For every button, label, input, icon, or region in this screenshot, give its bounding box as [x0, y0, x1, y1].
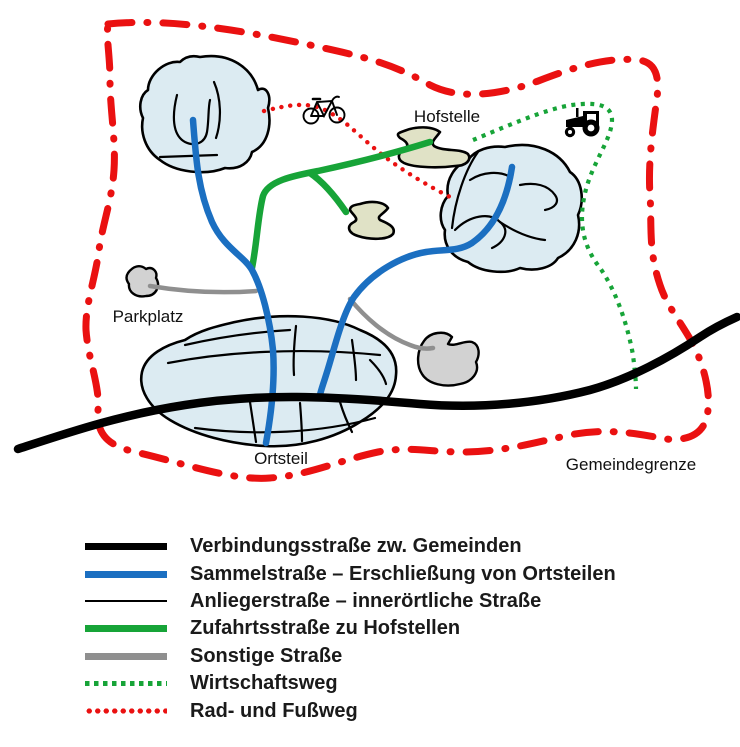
inner-road	[193, 416, 377, 434]
road-sammelstrasse-1	[189, 116, 277, 447]
legend-swatch	[85, 600, 167, 603]
inner-road	[172, 93, 212, 146]
inner-road	[450, 150, 480, 230]
legend-label: Anliegerstraße – innerörtliche Straße	[190, 589, 542, 612]
legend-swatch	[85, 543, 167, 551]
inner-road	[166, 349, 382, 365]
area-gray-blob	[416, 331, 480, 387]
road-sonstige-parkplatz	[147, 283, 259, 295]
map: Hofstelle Parkplatz Ortsteil Gemeindegre…	[13, 18, 740, 482]
legend-label: Rad- und Fußweg	[190, 699, 358, 722]
boundary-gemeindegrenze	[82, 18, 712, 482]
inner-road	[338, 400, 354, 434]
area-hofstelle	[396, 126, 471, 169]
legend-row: Wirtschaftsweg	[85, 670, 616, 697]
tractor-icon	[564, 108, 600, 138]
legend-label: Wirtschaftsweg	[190, 672, 338, 695]
area-hofstelle-2	[347, 200, 396, 241]
inner-road	[248, 400, 258, 444]
label-gemeindegrenze: Gemeindegrenze	[566, 455, 696, 474]
legend-label: Verbindungsstraße zw. Gemeinden	[190, 535, 522, 558]
road-sammelstrasse-2	[316, 163, 516, 399]
legend: Verbindungsstraße zw. Gemeinden Sammelst…	[85, 533, 616, 725]
path-wirtschaftsweg	[472, 101, 639, 390]
inner-road	[498, 220, 547, 242]
legend-row: Sammelstraße – Erschließung von Ortsteil…	[85, 560, 616, 587]
area-settlement-left	[138, 54, 271, 174]
road-sonstige-right	[347, 296, 436, 351]
legend-swatch	[85, 625, 167, 633]
label-hofstelle: Hofstelle	[414, 107, 480, 126]
legend-label: Sammelstraße – Erschließung von Ortsteil…	[190, 562, 616, 585]
label-ortsteil: Ortsteil	[254, 449, 308, 468]
bicycle-icon	[302, 95, 346, 125]
inner-road	[298, 401, 304, 443]
legend-swatch	[85, 708, 167, 715]
legend-swatch	[85, 681, 167, 687]
inner-road	[350, 338, 358, 382]
area-parkplatz	[125, 265, 160, 298]
legend-row: Verbindungsstraße zw. Gemeinden	[85, 533, 616, 560]
legend-row: Rad- und Fußweg	[85, 697, 616, 724]
legend-row: Anliegerstraße – innerörtliche Straße	[85, 588, 616, 615]
road-zufahrt-hofstelle	[248, 138, 434, 272]
inner-road	[368, 358, 388, 386]
legend-row: Sonstige Straße	[85, 643, 616, 670]
legend-label: Zufahrtsstraße zu Hofstellen	[190, 617, 461, 640]
legend-row: Zufahrtsstraße zu Hofstellen	[85, 615, 616, 642]
inner-road	[518, 182, 559, 212]
inner-road	[292, 324, 298, 377]
path-rad-und-fussweg	[261, 102, 455, 201]
road-zufahrt-branch	[306, 169, 350, 216]
legend-label: Sonstige Straße	[190, 644, 343, 667]
legend-swatch	[85, 570, 167, 578]
inner-road	[212, 80, 221, 140]
legend-swatch	[85, 652, 167, 660]
inner-road	[158, 153, 219, 159]
inner-road	[183, 328, 292, 347]
label-parkplatz: Parkplatz	[113, 307, 184, 326]
road-verbindungsstrasse	[13, 312, 740, 454]
